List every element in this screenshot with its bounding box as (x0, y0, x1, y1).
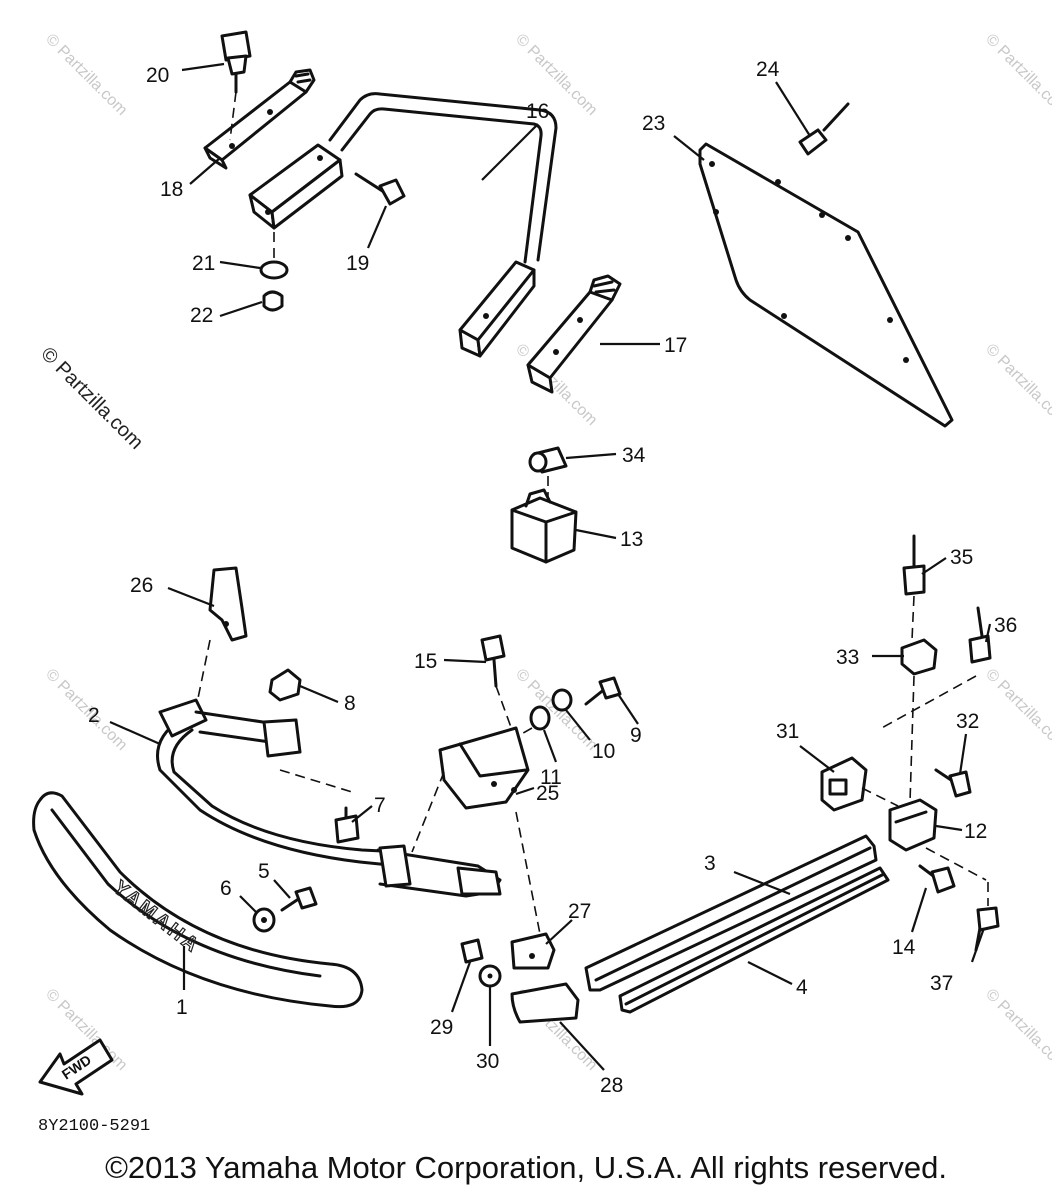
watermark: © Partzilla.com (982, 986, 1052, 1074)
callout-23: 23 (642, 112, 665, 135)
callout-30: 30 (476, 1050, 499, 1073)
callout-28: 28 (600, 1074, 623, 1097)
callout-14: 14 (892, 936, 916, 959)
watermark: © Partzilla.com (982, 666, 1052, 754)
callout-13: 13 (620, 528, 643, 551)
callout-29: 29 (430, 1016, 453, 1039)
copyright-notice: ©2013 Yamaha Motor Corporation, U.S.A. A… (105, 1150, 947, 1185)
part-22-nut (262, 290, 284, 312)
callout-27: 27 (568, 900, 591, 923)
part-4-rail (618, 866, 890, 1014)
part-27-clip (510, 811, 556, 970)
part-8-nut (268, 668, 302, 702)
part-30-washer (478, 964, 502, 988)
part-20-bolt (220, 30, 252, 141)
diagram-code: 8Y2100-5291 (38, 1117, 150, 1136)
callout-22: 22 (190, 304, 213, 327)
callout-9: 9 (630, 724, 642, 747)
part-34-grommet (528, 446, 568, 500)
callout-33: 33 (836, 646, 859, 669)
watermark: © Partzilla.com (982, 31, 1052, 119)
part-31-clip (820, 756, 899, 812)
part-24-rivet (798, 102, 850, 156)
callout-36: 36 (994, 614, 1017, 637)
callout-18: 18 (160, 178, 183, 201)
part-18-grip (203, 68, 316, 170)
part-3-rail (584, 834, 878, 992)
callout-8: 8 (344, 692, 356, 715)
part-12-bracket (888, 798, 987, 881)
part-25-bracket (411, 726, 530, 853)
part-23-plate (698, 142, 954, 428)
callout-26: 26 (130, 574, 153, 597)
callout-1: 1 (176, 996, 188, 1019)
callout-16: 16 (526, 100, 549, 123)
part-17-grip (526, 274, 622, 394)
part-2-lower-bar (156, 698, 502, 898)
watermark: © Partzilla.com (42, 666, 130, 754)
part-14-bolt (918, 864, 956, 894)
part-36-rivet (877, 606, 992, 731)
part-11-washer (517, 705, 551, 737)
callout-25: 25 (536, 782, 559, 805)
watermark-large: © Partzilla.com (36, 343, 147, 454)
callout-20: 20 (146, 64, 169, 87)
callout-35: 35 (950, 546, 973, 569)
callout-6: 6 (220, 877, 232, 900)
callout-32: 32 (956, 710, 979, 733)
watermark: © Partzilla.com (512, 666, 600, 754)
callout-3: 3 (704, 852, 716, 875)
callout-2: 2 (88, 704, 100, 727)
part-28-cap (510, 982, 580, 1024)
part-9-bolt (584, 676, 622, 706)
callout-7: 7 (374, 794, 386, 817)
part-19-bolt (354, 172, 406, 206)
callout-12: 12 (964, 820, 987, 843)
callout-24: 24 (756, 58, 780, 81)
part-33-grommet (900, 638, 938, 803)
callout-10: 10 (592, 740, 615, 763)
part-7-bolt (279, 769, 360, 844)
callouts: 1 2 3 4 5 6 7 8 9 10 11 12 13 14 15 16 1… (88, 58, 1017, 1097)
part-26-bracket (195, 566, 248, 709)
callout-4: 4 (796, 976, 808, 999)
callout-21: 21 (192, 252, 215, 275)
part-6-washer (252, 907, 276, 933)
part-10-washer (551, 688, 573, 712)
callout-5: 5 (258, 860, 270, 883)
part-32-bolt (934, 768, 972, 798)
fwd-arrow-icon: FWD (38, 1038, 114, 1096)
part-29-screw (460, 938, 484, 964)
part-16-handle-bar (248, 92, 558, 358)
callout-37: 37 (930, 972, 953, 995)
part-35-rivet (902, 534, 926, 641)
watermark: © Partzilla.com (42, 31, 130, 119)
part-13-clamp (510, 488, 578, 564)
callout-15: 15 (414, 650, 437, 673)
callout-34: 34 (622, 444, 646, 467)
callout-17: 17 (664, 334, 687, 357)
part-5-bolt (280, 886, 318, 912)
part-21-washer (259, 232, 289, 280)
callout-19: 19 (346, 252, 369, 275)
part-15-bolt (480, 634, 513, 731)
watermark: © Partzilla.com (982, 341, 1052, 429)
callout-31: 31 (776, 720, 799, 743)
callout-11: 11 (540, 766, 562, 789)
